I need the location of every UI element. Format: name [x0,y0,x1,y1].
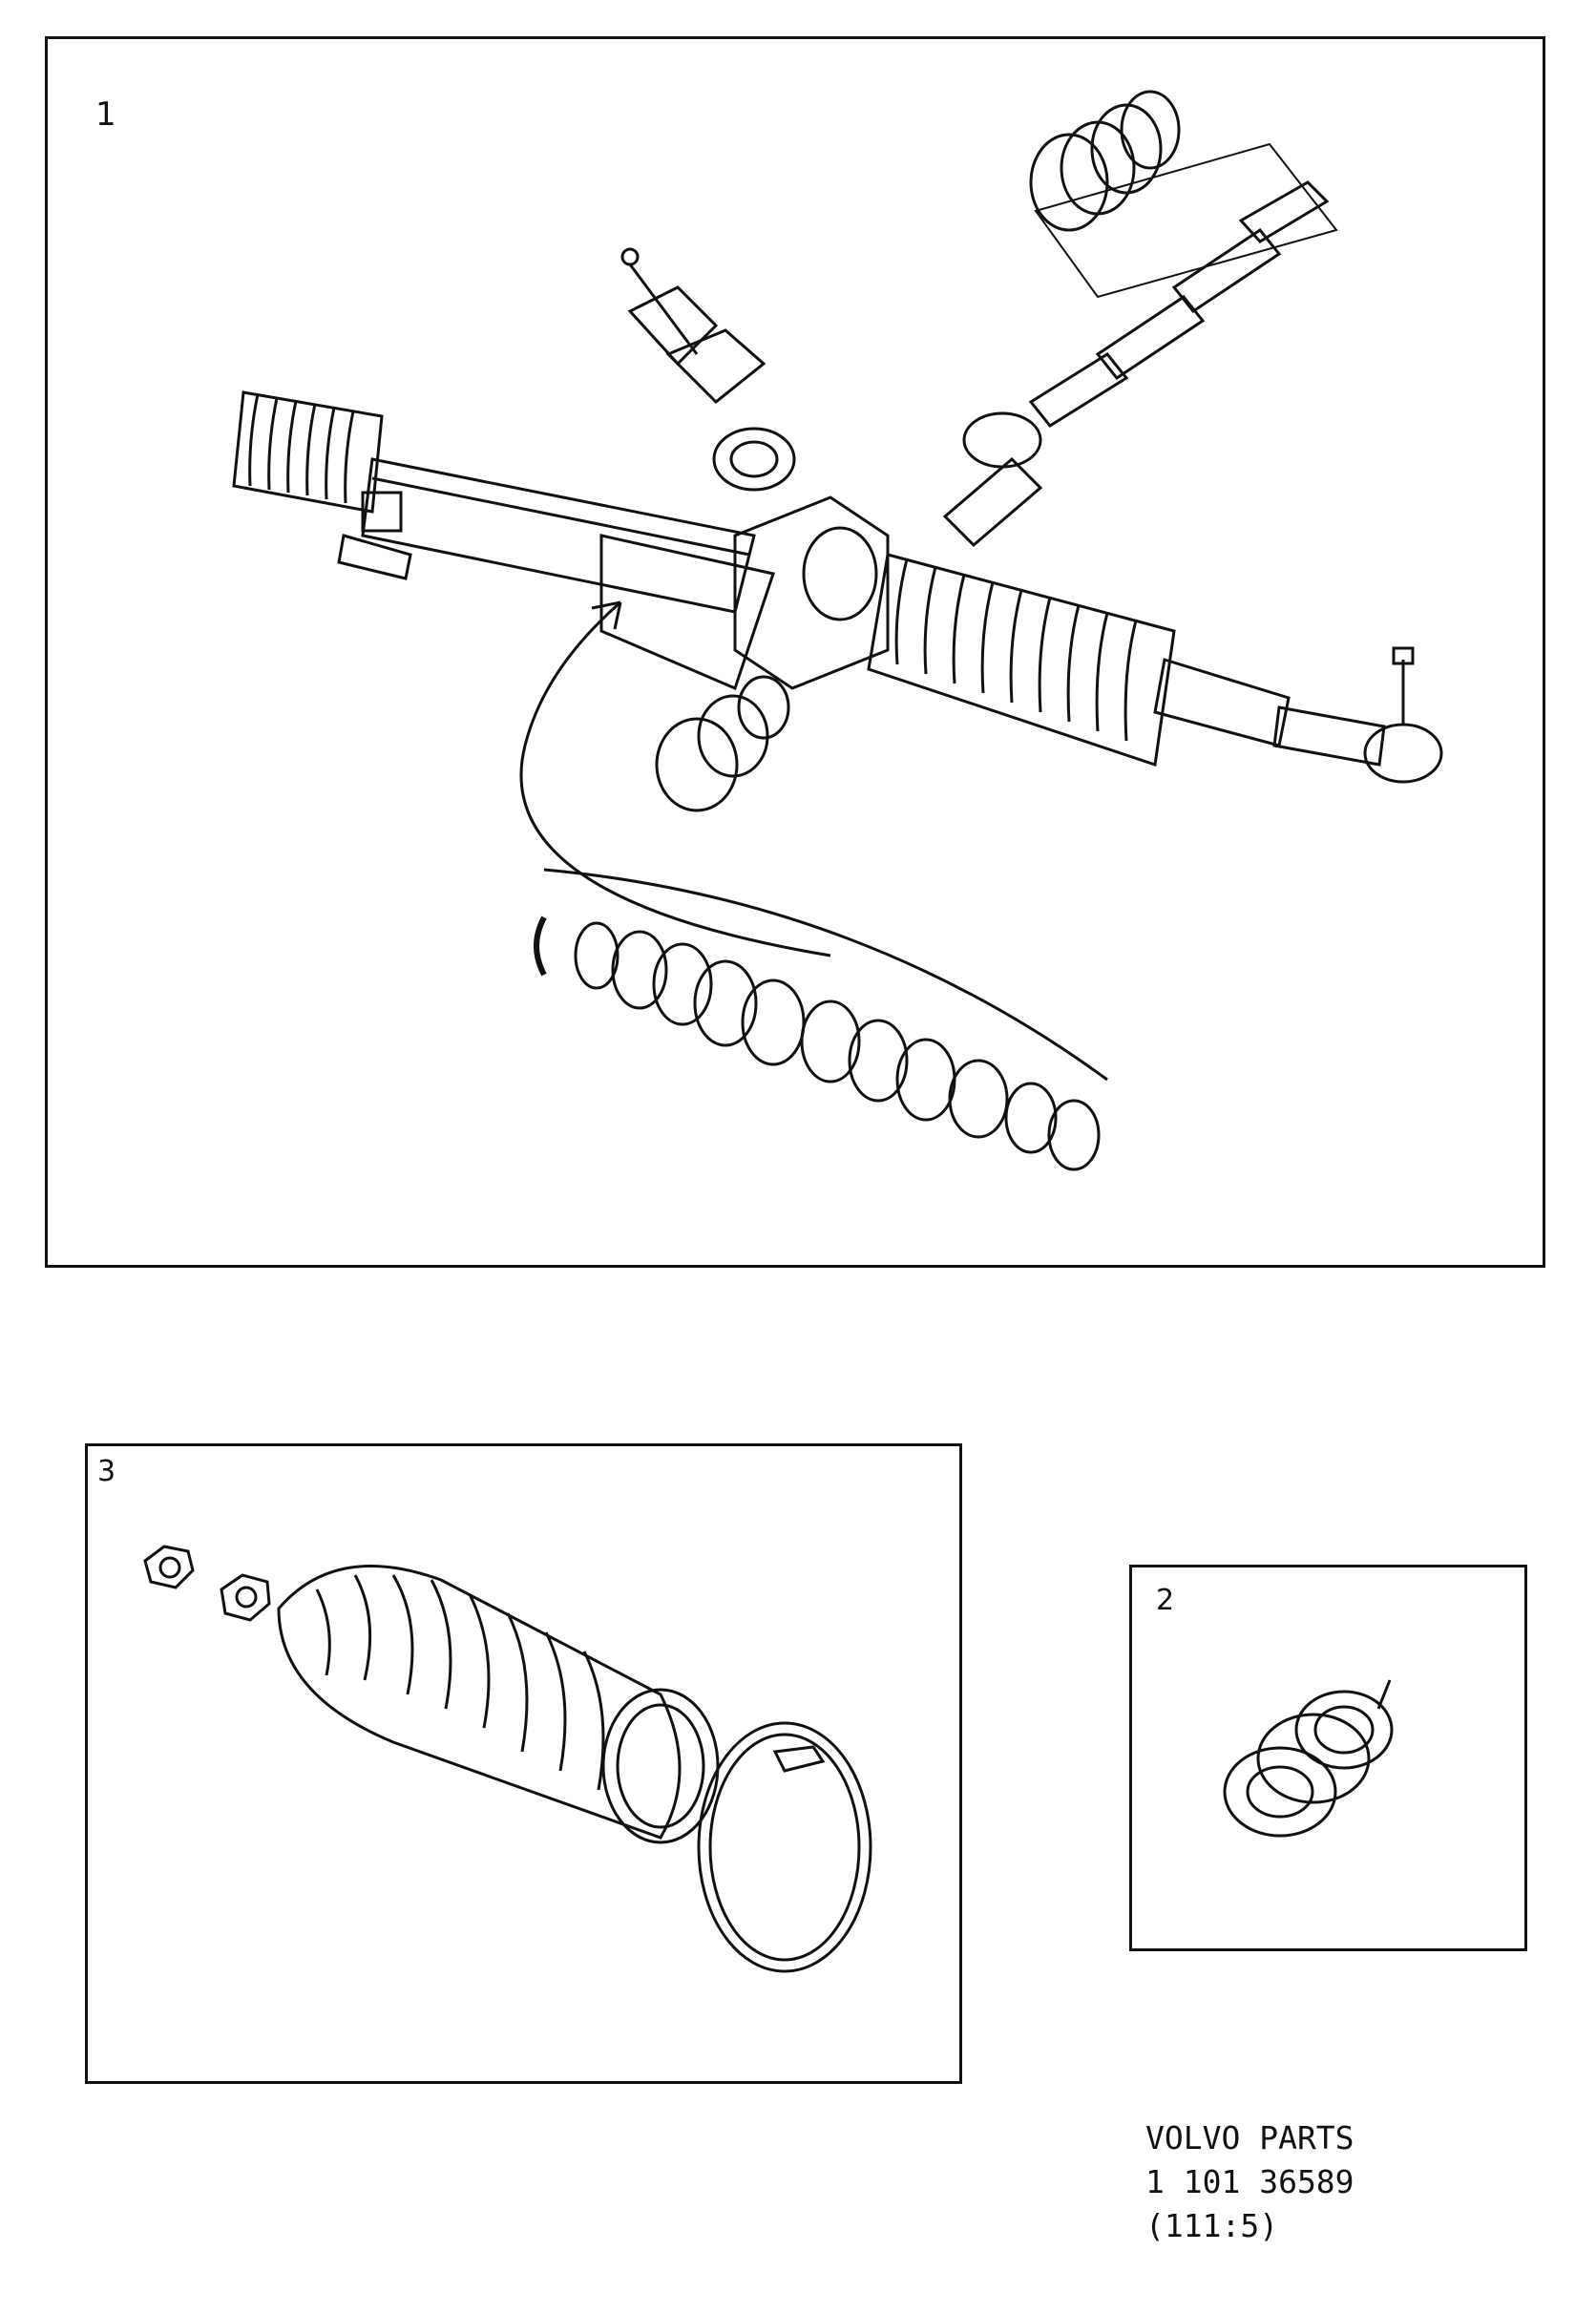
boot-kit-illustration [143,1545,872,1973]
reference-code: (111:5) [1145,2207,1279,2244]
panel-1-steering-rack: 1 [45,36,1545,1268]
nut [143,1545,195,1589]
catalog-reference: VOLVO PARTS 1 101 36589 (111:5) [1145,2116,1354,2248]
panel-number: 3 [97,1455,116,1488]
tie-rod-end [1272,646,1443,784]
bearing-stack [1029,90,1181,232]
input-shaft-parts [942,142,1338,548]
bearing-illustration [1223,1679,1394,1838]
clamp-ring [697,1721,872,1973]
rack-tube [337,457,756,614]
seal-kit [534,868,1108,1171]
panel-2-bearing: 2 [1129,1565,1527,1951]
right-bellows [867,553,1291,767]
castle-nut [220,1573,271,1622]
reference-number: 1 101 36589 [1145,2163,1354,2200]
panel-number: 2 [1156,1584,1175,1617]
rubber-boot [277,1565,720,1844]
valve-housing [599,495,890,691]
left-bellows [232,390,384,514]
brand-label: VOLVO PARTS [1145,2119,1354,2156]
arrow [519,600,831,957]
panel-number: 1 [95,95,116,134]
pinion-parts [620,247,796,492]
panel-3-boot-kit: 3 [85,1443,962,2084]
lower-plug [655,675,790,812]
steering-rack-illustration [232,90,1443,1171]
